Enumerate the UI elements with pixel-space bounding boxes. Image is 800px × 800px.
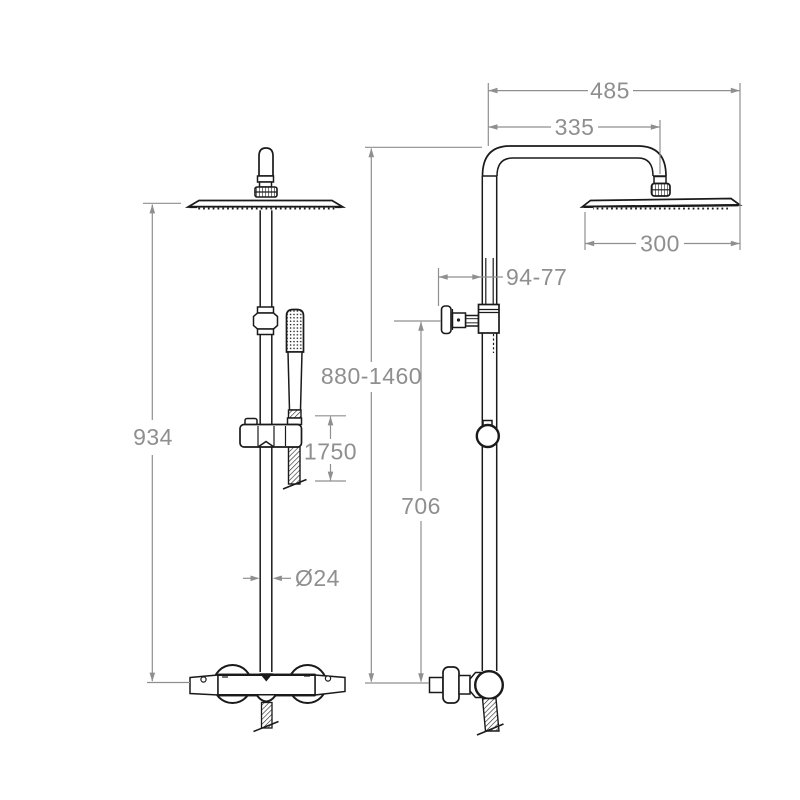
dim-label-d24: Ø24 bbox=[295, 565, 340, 591]
front-shower-head bbox=[184, 199, 347, 211]
side-shower-head bbox=[579, 197, 743, 211]
side-head-fitting bbox=[650, 175, 671, 197]
hand-shower-knurl-ring bbox=[287, 409, 302, 419]
dim-pipe-diameter: Ø24 bbox=[243, 565, 340, 591]
front-view bbox=[184, 147, 347, 733]
front-valve bbox=[189, 664, 346, 733]
hand-shower-hose bbox=[287, 446, 301, 485]
hand-shower-head bbox=[285, 308, 305, 353]
hand-shower-end-fitting bbox=[286, 417, 303, 426]
dim-label-934: 934 bbox=[133, 424, 173, 450]
dim-head-width: 300 bbox=[584, 212, 740, 257]
dim-label-485: 485 bbox=[590, 78, 630, 104]
dim-overall-height: 934 bbox=[133, 202, 190, 684]
front-head-nozzles bbox=[197, 207, 335, 211]
valve-escutcheon bbox=[442, 666, 460, 704]
left-cap-screw bbox=[200, 676, 207, 683]
hand-shower bbox=[282, 308, 307, 490]
dimensions: 485 335 300 94-77 bbox=[133, 78, 741, 684]
valve-outlet-dome bbox=[256, 694, 277, 703]
hose-break-line bbox=[476, 723, 504, 736]
slider-ring bbox=[475, 419, 500, 449]
hand-shower-handle bbox=[287, 351, 303, 411]
dim-arm-overall: 485 bbox=[487, 78, 741, 250]
side-valve-hose bbox=[481, 697, 500, 732]
side-view bbox=[428, 145, 743, 736]
front-mid-connector bbox=[252, 306, 279, 336]
dim-label-300: 300 bbox=[640, 231, 680, 257]
front-slider-bracket bbox=[239, 417, 303, 448]
front-top-bend bbox=[254, 147, 278, 198]
column-clamp-collar bbox=[477, 303, 500, 334]
front-valve-hose bbox=[260, 701, 273, 729]
dim-column-height-range: 880-1460 bbox=[321, 146, 482, 684]
valve-inlet-fitting bbox=[428, 676, 444, 694]
hose-break-line bbox=[253, 720, 279, 733]
dim-label-706: 706 bbox=[401, 493, 441, 519]
dim-arm-projection: 335 bbox=[488, 114, 661, 174]
bracket-screw bbox=[456, 318, 461, 322]
dim-hose-length: 1750 bbox=[304, 415, 357, 482]
hose-break-line bbox=[282, 478, 307, 490]
side-head-nozzles bbox=[593, 207, 728, 211]
dim-label-880-1460: 880-1460 bbox=[321, 363, 422, 389]
dim-bracket-to-valve: 706 bbox=[394, 320, 441, 683]
dim-label-335: 335 bbox=[555, 114, 595, 140]
dim-label-1750: 1750 bbox=[304, 439, 357, 465]
dim-label-94-77: 94-77 bbox=[506, 264, 567, 290]
side-shower-arm bbox=[481, 145, 667, 177]
right-cap-screw bbox=[324, 675, 332, 682]
wall-bracket bbox=[440, 305, 480, 335]
pipe-valve-joint bbox=[259, 673, 273, 682]
wall-flange bbox=[440, 305, 452, 335]
dim-wall-clearance: 94-77 bbox=[437, 264, 567, 306]
side-valve bbox=[428, 666, 505, 736]
side-valve-knob bbox=[474, 670, 505, 701]
